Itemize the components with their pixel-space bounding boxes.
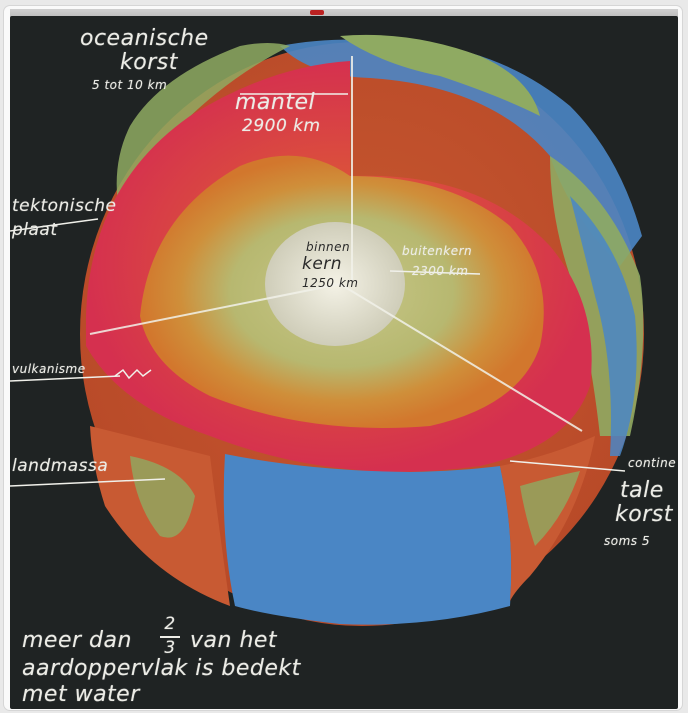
label-mantle-1: mantel xyxy=(235,90,316,115)
fraction-denominator: 3 xyxy=(164,638,176,658)
caption-line-1b: van het xyxy=(190,628,278,653)
wedge-line-left xyxy=(89,283,341,335)
pointer-landmass xyxy=(10,478,166,487)
label-continental-1: contine xyxy=(628,456,677,470)
continent-bottom-right xyxy=(520,471,580,546)
label-oceanic-crust-1: oceanische xyxy=(80,26,209,51)
pointer-tectonic xyxy=(10,218,99,232)
caption-line-2: aardoppervlak is bedekt xyxy=(22,656,301,681)
caption-line-1a: meer dan xyxy=(22,628,132,653)
label-landmass: landmassa xyxy=(12,456,109,476)
board-top-edge xyxy=(10,9,678,17)
label-mantle-2: 2900 km xyxy=(242,116,321,136)
label-continental-4: soms 5 xyxy=(604,534,650,548)
chalkboard: oceanische korst 5 tot 10 km mantel 2900… xyxy=(10,16,678,709)
wedge-line-right xyxy=(339,283,583,432)
label-tectonic-1: tektonische xyxy=(12,196,117,216)
label-inner-core-3: 1250 km xyxy=(302,276,359,290)
label-inner-core-2: kern xyxy=(302,254,343,274)
earth-drawing xyxy=(10,34,644,626)
fraction-bar xyxy=(160,636,180,638)
continent-bottom-left xyxy=(130,456,195,538)
label-outer-core-2: 2300 km xyxy=(412,264,469,278)
label-outer-core-1: buitenkern xyxy=(402,244,473,258)
label-oceanic-crust-3: 5 tot 10 km xyxy=(92,78,168,92)
fraction-numerator: 2 xyxy=(164,614,176,634)
ocean-right xyxy=(570,196,637,456)
continent-top xyxy=(340,34,540,116)
board-top-marker xyxy=(310,10,324,15)
volcano-mark xyxy=(114,368,152,380)
label-tectonic-2: plaat xyxy=(12,220,58,240)
ocean-top xyxy=(280,39,642,266)
label-continental-2: tale xyxy=(620,478,664,503)
label-volcanic: vulkanisme xyxy=(12,362,86,376)
label-oceanic-crust-2: korst xyxy=(120,50,178,75)
pointer-outer-core xyxy=(389,270,481,275)
label-inner-core-1: binnen xyxy=(306,240,351,254)
label-continental-3: korst xyxy=(615,502,673,527)
caption-line-3: met water xyxy=(22,682,140,707)
continent-left xyxy=(116,43,291,216)
pointer-volcanic xyxy=(10,375,121,382)
pointer-continental xyxy=(509,460,626,472)
ocean-bottom xyxy=(223,454,512,625)
